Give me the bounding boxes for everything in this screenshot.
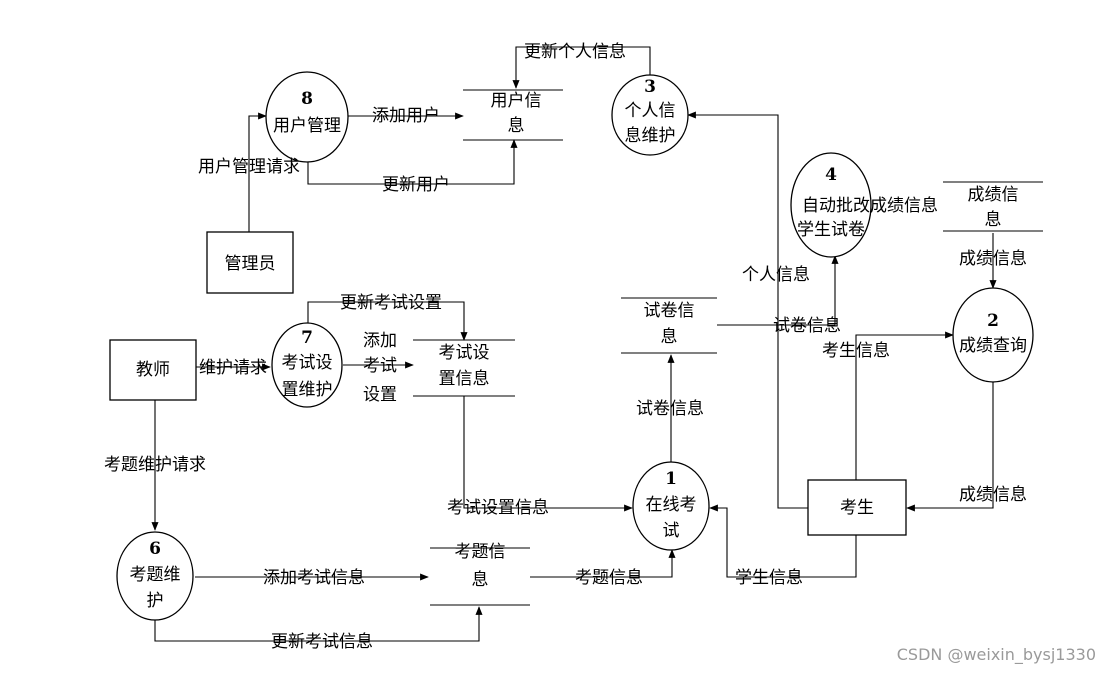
process-4-ellipse — [790, 152, 872, 258]
process-8-ellipse — [265, 71, 349, 163]
flow-score-info-left-line — [906, 382, 994, 512]
watermark: CSDN @weixin_bysj1330 — [897, 645, 1096, 665]
flow-label-student-info: 学生信息 — [735, 568, 803, 588]
flow-update-exam-info-line — [154, 606, 483, 642]
store-paper-info: 试卷信 息 — [621, 297, 717, 354]
store-exam-setting: 考试设 置信息 — [413, 339, 515, 397]
process-3-personal-info-maintenance: 3 个人信 息维护 — [611, 74, 689, 156]
flow-label-personal-info: 个人信息 — [742, 265, 810, 285]
store-paper-info-line2: 息 — [661, 327, 678, 347]
store-user-info-line1: 用户信 — [491, 91, 542, 111]
entity-teacher-label: 教师 — [136, 360, 170, 380]
store-score-info: 成绩信 息 — [943, 181, 1043, 232]
flow-update-user-line — [307, 139, 518, 185]
store-question-info: 考题信 息 — [430, 542, 530, 606]
entity-student-box — [807, 479, 907, 536]
process-3-label-line2: 息维护 — [625, 126, 676, 146]
flow-label-update-personal: 更新个人信息 — [524, 42, 626, 62]
entity-admin-label: 管理员 — [225, 254, 276, 274]
process-6-number: 6 — [149, 539, 161, 559]
flow-label-score-info-left: 成绩信息 — [959, 485, 1027, 505]
process-2-ellipse — [952, 287, 1034, 383]
store-user-info-line2: 息 — [508, 116, 525, 136]
store-question-info-line1: 考题信 — [455, 542, 506, 562]
process-7-label-line2: 置维护 — [282, 380, 333, 400]
flow-exam-setting-info-line — [463, 396, 633, 512]
flow-labels: 更新个人信息 添加用户 用户管理请求 更新用户 个人信息 成绩信息 试卷信息 考… — [104, 42, 1027, 652]
store-score-info-line2: 息 — [985, 210, 1002, 230]
process-3-ellipse — [611, 74, 689, 156]
process-3-number: 3 — [644, 77, 656, 97]
entity-admin-box — [206, 231, 294, 294]
flow-label-user-mgmt-request: 用户管理请求 — [198, 157, 300, 177]
connectors — [151, 46, 997, 642]
flow-question-info-line — [530, 549, 676, 578]
process-1-ellipse — [632, 461, 710, 551]
entity-admin: 管理员 — [206, 231, 294, 294]
process-7-number: 7 — [301, 328, 313, 348]
process-1-label-line2: 试 — [663, 521, 680, 541]
entity-student-label: 考生 — [840, 498, 874, 518]
process-2-score-query: 2 成绩查询 — [952, 287, 1034, 383]
process-4-label-line2: 学生试卷 — [797, 220, 865, 240]
process-7-label-line1: 考试设 — [282, 353, 333, 373]
store-user-info: 用户信 息 — [463, 89, 563, 141]
flow-label-question-maint-request: 考题维护请求 — [104, 455, 206, 475]
flow-label-score-info-down: 成绩信息 — [959, 249, 1027, 269]
process-6-question-maintenance: 6 考题维 护 — [116, 531, 194, 621]
flow-label-add-exam-setting-3: 设置 — [363, 385, 397, 405]
process-2-number: 2 — [987, 311, 999, 331]
flow-label-question-info: 考题信息 — [575, 568, 643, 588]
process-8-label: 用户管理 — [273, 116, 341, 136]
process-7-exam-setting-maintenance: 7 考试设 置维护 — [271, 322, 343, 408]
flow-update-personal-line — [512, 46, 651, 89]
flow-label-update-exam-info: 更新考试信息 — [271, 632, 373, 652]
flow-personal-info-line — [687, 111, 808, 509]
store-paper-info-line1: 试卷信 — [644, 301, 695, 321]
process-8-user-management: 8 用户管理 — [265, 71, 349, 163]
store-exam-setting-line2: 置信息 — [439, 369, 490, 389]
flow-label-add-exam-setting-2: 考试 — [363, 356, 397, 376]
process-4-number: 4 — [825, 165, 837, 185]
flow-user-mgmt-request-line — [248, 112, 267, 232]
flow-label-maintain-request: 维护请求 — [199, 358, 267, 378]
process-4-label-line1: 自动批改成绩信息 — [802, 196, 938, 216]
entity-student: 考生 — [807, 479, 907, 536]
process-2-label: 成绩查询 — [959, 336, 1027, 356]
entity-teacher: 教师 — [109, 339, 197, 401]
flow-paper-info-right-line — [717, 255, 839, 326]
flow-label-update-exam-setting: 更新考试设置 — [340, 293, 442, 313]
flow-label-add-user: 添加用户 — [372, 106, 440, 126]
process-6-ellipse — [116, 531, 194, 621]
flow-label-exam-setting-info: 考试设置信息 — [447, 498, 549, 518]
process-1-online-exam: 1 在线考 试 — [632, 461, 710, 551]
process-4-auto-grading: 4 自动批改成绩信息 学生试卷 — [790, 152, 938, 258]
store-score-info-line1: 成绩信 — [968, 185, 1019, 205]
process-3-label-line1: 个人信 — [625, 101, 676, 121]
flow-label-add-exam-setting-1: 添加 — [363, 331, 397, 351]
entity-teacher-box — [109, 339, 197, 401]
flow-label-paper-info-right: 试卷信息 — [773, 316, 841, 336]
process-6-label-line1: 考题维 — [130, 565, 181, 585]
store-exam-setting-line1: 考试设 — [439, 343, 490, 363]
flow-label-paper-info-up: 试卷信息 — [636, 399, 704, 419]
flow-update-exam-setting-line — [307, 301, 468, 341]
process-7-ellipse — [271, 322, 343, 408]
flow-label-update-user: 更新用户 — [382, 175, 450, 195]
process-1-label-line1: 在线考 — [646, 495, 697, 515]
store-question-info-line2: 息 — [472, 570, 489, 590]
flow-label-examinee-info: 考生信息 — [822, 341, 890, 361]
process-1-number: 1 — [665, 469, 677, 489]
process-8-number: 8 — [301, 89, 313, 109]
flow-label-add-exam-info: 添加考试信息 — [263, 568, 365, 588]
flow-examinee-info-line — [855, 331, 954, 480]
process-6-label-line2: 护 — [147, 591, 164, 611]
flow-student-info-line — [709, 504, 857, 578]
